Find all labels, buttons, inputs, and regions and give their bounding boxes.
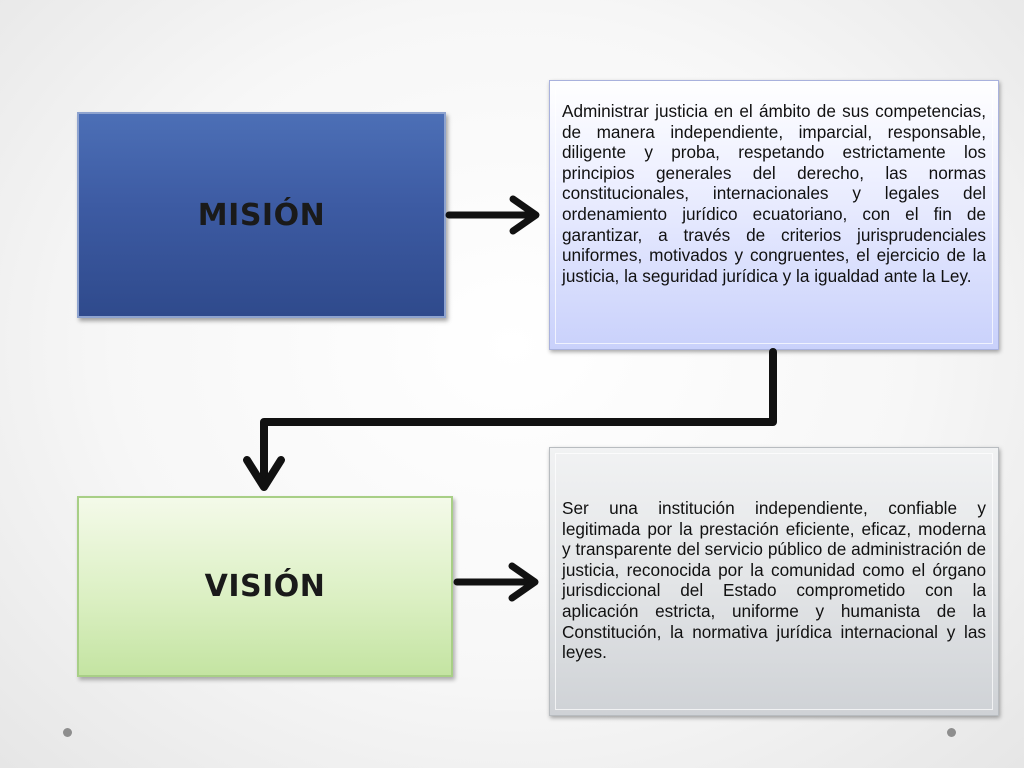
mision-label: MISIÓN (197, 197, 326, 233)
corner-dot-left (63, 728, 72, 737)
vision-text: Ser una institución independiente, confi… (562, 498, 986, 663)
vision-label: VISIÓN (204, 569, 326, 604)
vision-text-box: Ser una institución independiente, confi… (549, 447, 999, 716)
mision-text: Administrar justicia en el ámbito de sus… (562, 101, 986, 286)
mision-label-box: MISIÓN (77, 112, 446, 318)
vision-label-box: VISIÓN (77, 496, 453, 677)
vision-right-arrow (453, 562, 539, 602)
mision-right-arrow (445, 195, 540, 235)
mision-to-vision-arrow (243, 348, 777, 491)
corner-dot-right (947, 728, 956, 737)
